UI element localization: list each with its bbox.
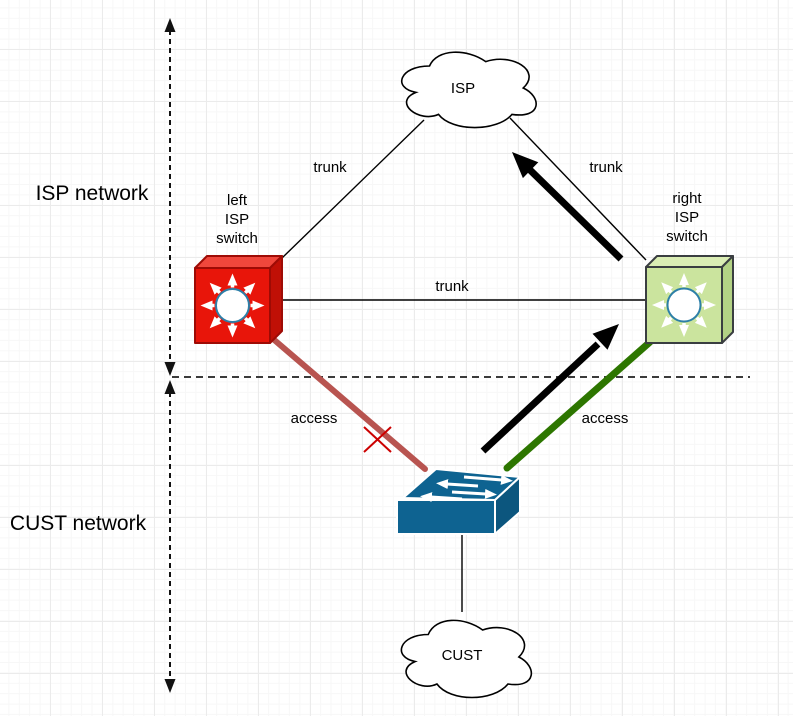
flow-arrowhead (512, 152, 539, 179)
node-right-isp-switch[interactable]: right ISP switch (645, 190, 734, 344)
isp-network-bracket[interactable] (164, 18, 176, 376)
edge-label: access (582, 410, 629, 427)
node-label: ISP (451, 80, 475, 97)
edge-access-blocked[interactable]: access (269, 335, 428, 472)
edge-access-active[interactable]: access (503, 338, 654, 472)
blocked-link-x-icon[interactable] (363, 426, 392, 453)
cust-network-label[interactable]: CUST network (10, 512, 147, 535)
bracket-arrow-up-icon (164, 18, 176, 32)
edge-label: trunk (589, 159, 623, 176)
edge-label: access (291, 410, 338, 427)
switch-front-face (396, 499, 496, 535)
node-label-line2: ISP (225, 211, 249, 228)
cloud-shape (400, 619, 533, 699)
cube-top-face (194, 255, 283, 269)
flow-arrowhead (592, 324, 619, 350)
edge-label: trunk (435, 278, 469, 295)
edge-trunk-switch-to-switch[interactable]: trunk (283, 278, 645, 301)
cust-network-bracket[interactable] (164, 380, 176, 693)
bracket-arrow-down-icon (164, 679, 176, 693)
node-label-line2: ISP (675, 209, 699, 226)
node-left-isp-switch[interactable]: left ISP switch (194, 192, 283, 344)
cube-right-face (721, 255, 734, 344)
switch-port-arrows-icon (420, 474, 513, 503)
switch-hub-circle (215, 288, 250, 323)
cube-top-face (645, 255, 734, 268)
edge-label: trunk (313, 159, 347, 176)
edge-trunk-cloud-to-right-switch[interactable]: trunk (509, 117, 647, 261)
flow-arrow-to-right-switch[interactable] (480, 324, 619, 454)
switch-hub-circle (666, 287, 702, 323)
cloud-shape (401, 51, 537, 129)
bracket-arrow-down-icon (164, 362, 176, 376)
node-label-line3: switch (216, 230, 258, 247)
node-label: CUST (442, 647, 483, 664)
node-cust-switch[interactable] (396, 468, 521, 535)
node-isp-cloud[interactable]: ISP (401, 51, 537, 129)
node-label-line3: switch (666, 228, 708, 245)
isp-network-label[interactable]: ISP network (36, 182, 149, 205)
node-label-line1: right (672, 190, 702, 207)
edge-trunk-cloud-to-left-switch[interactable]: trunk (281, 119, 425, 259)
node-label-line1: left (227, 192, 248, 209)
cube-right-face (269, 255, 283, 344)
flow-arrow-to-isp[interactable] (512, 152, 624, 262)
node-cust-cloud[interactable]: CUST (400, 619, 533, 699)
bracket-arrow-up-icon (164, 380, 176, 394)
